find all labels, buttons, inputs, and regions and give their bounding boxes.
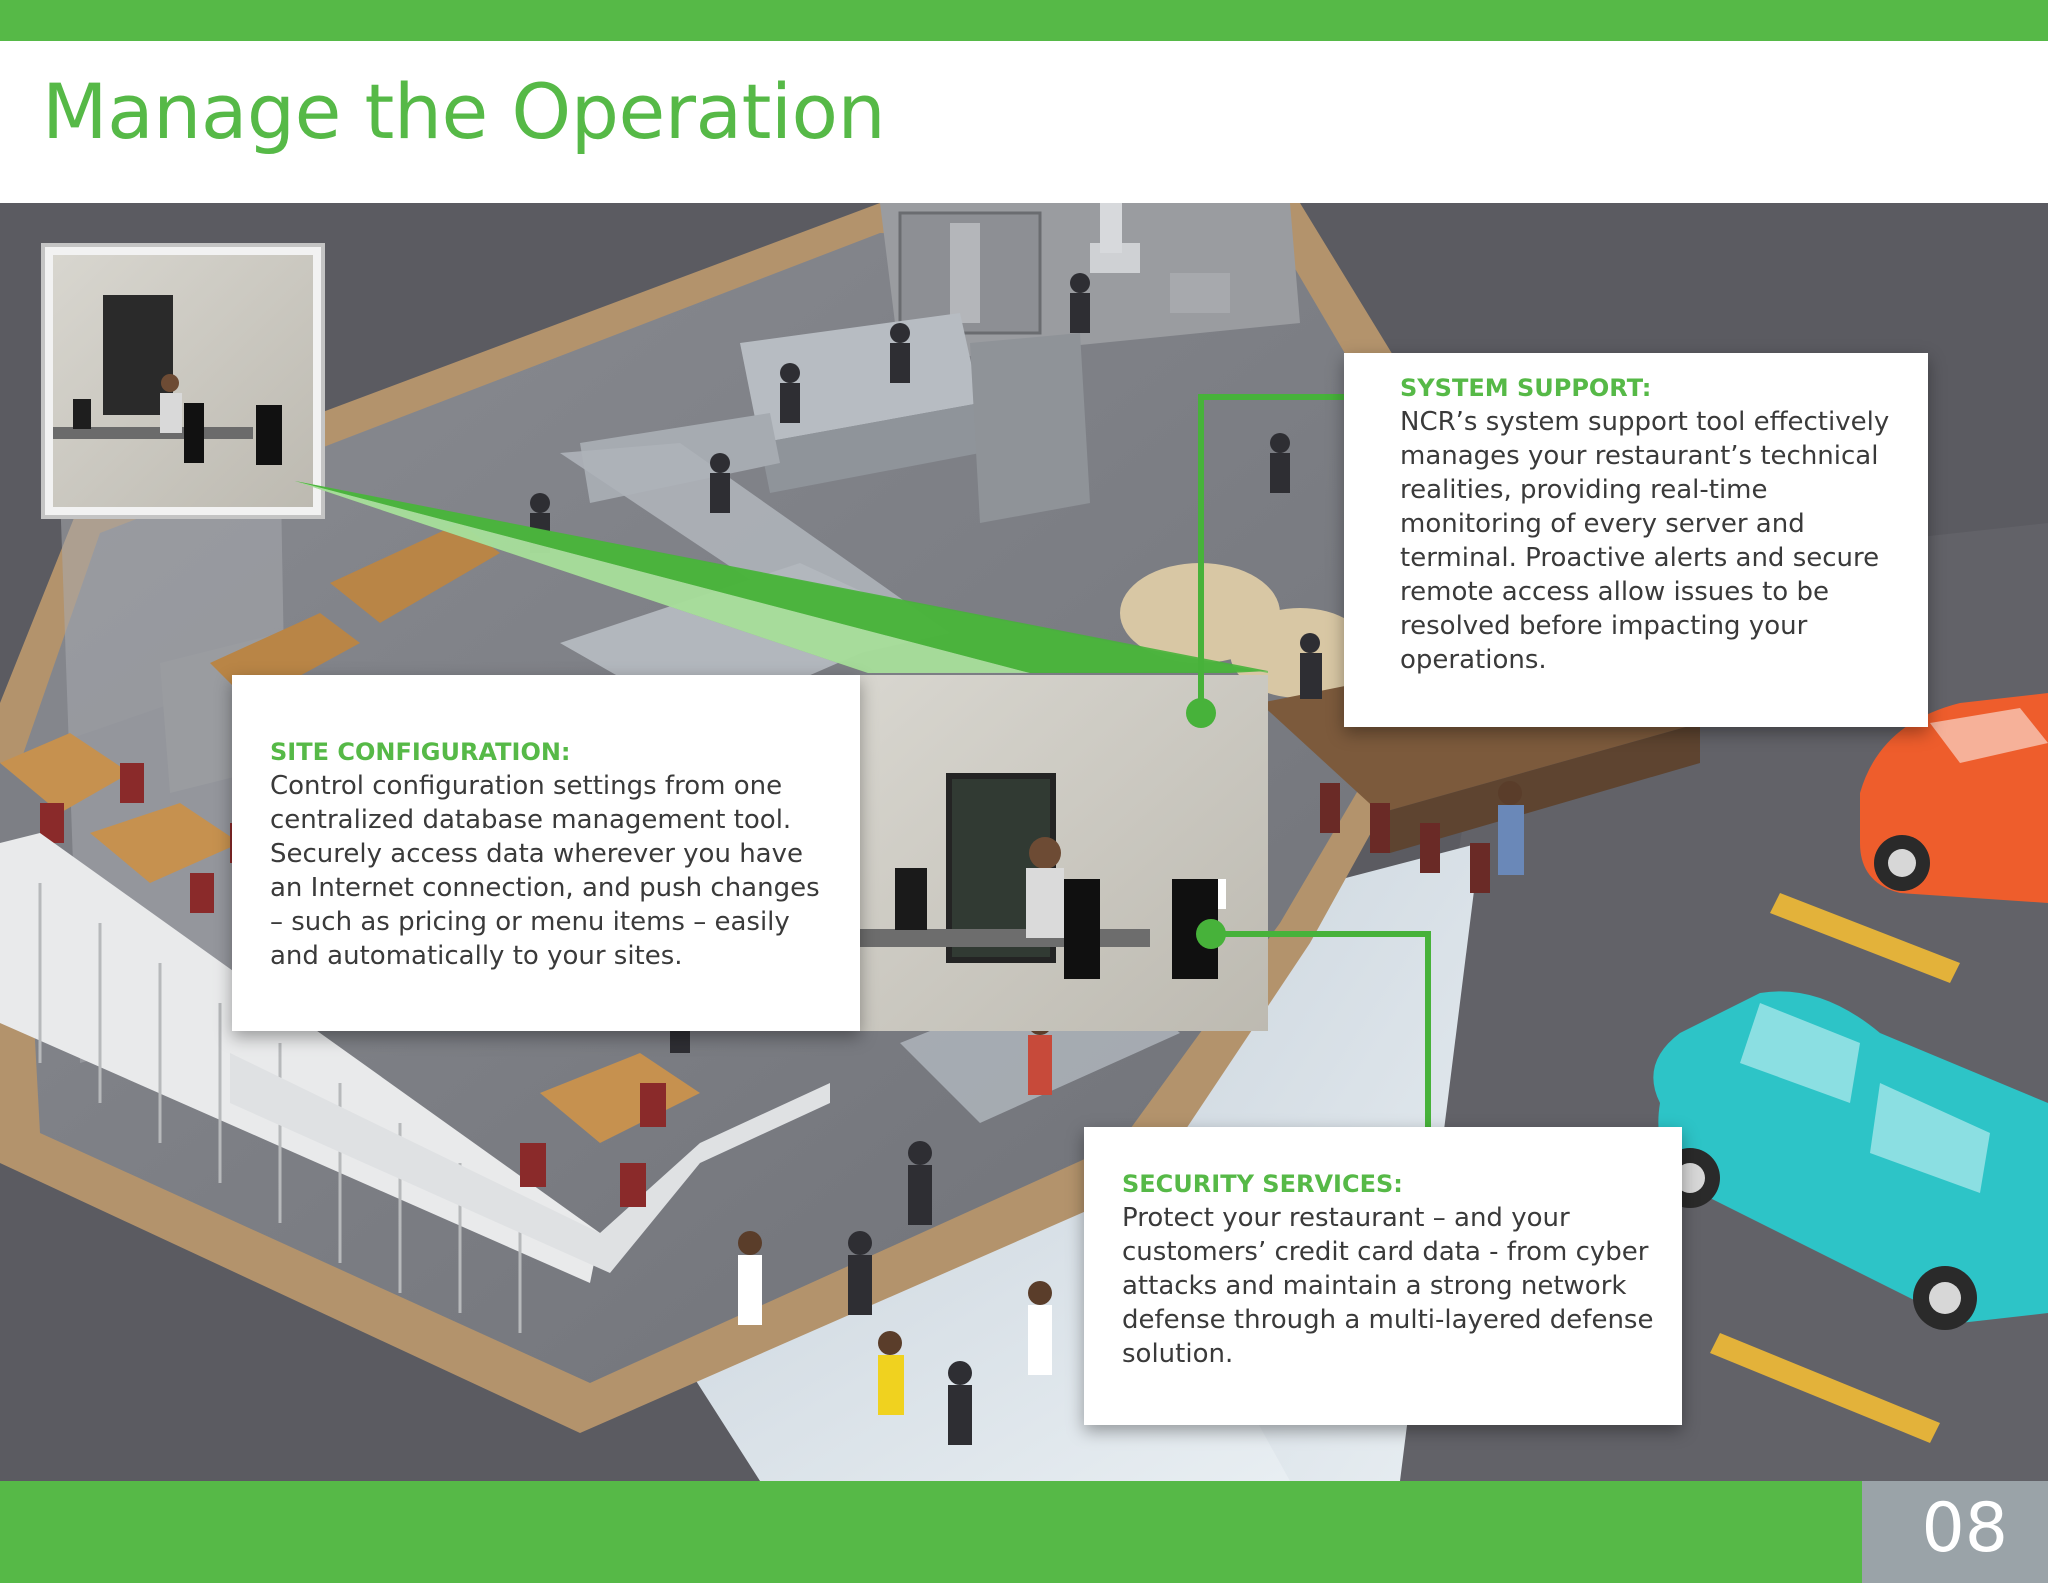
page-title: Manage the Operation xyxy=(42,67,886,156)
security-services-body: Protect your restaurant – and your custo… xyxy=(1122,1203,1654,1369)
site-configuration-callout: SITE CONFIGURATION: Control configuratio… xyxy=(232,675,860,1031)
office-thumbnail xyxy=(41,243,325,519)
bottom-accent-bar xyxy=(0,1481,1862,1583)
orange-car xyxy=(1860,693,2048,903)
office-detail-image xyxy=(860,675,1268,1031)
security-services-callout: SECURITY SERVICES: Protect your restaura… xyxy=(1084,1127,1682,1425)
page-number: 08 xyxy=(1921,1489,2008,1568)
site-configuration-body: Control configuration settings from one … xyxy=(270,771,820,971)
site-configuration-heading: SITE CONFIGURATION: xyxy=(270,738,571,766)
top-accent-bar xyxy=(0,0,2048,41)
system-support-heading: SYSTEM SUPPORT: xyxy=(1400,374,1652,402)
security-services-heading: SECURITY SERVICES: xyxy=(1122,1170,1403,1198)
page-number-box: 08 xyxy=(1862,1481,2048,1583)
system-support-body: NCR’s system support tool effectively ma… xyxy=(1400,407,1890,675)
system-support-callout: SYSTEM SUPPORT: NCR’s system support too… xyxy=(1344,353,1928,727)
restaurant-illustration: SYSTEM SUPPORT: NCR’s system support too… xyxy=(0,203,2048,1481)
teal-car xyxy=(1653,991,2048,1330)
